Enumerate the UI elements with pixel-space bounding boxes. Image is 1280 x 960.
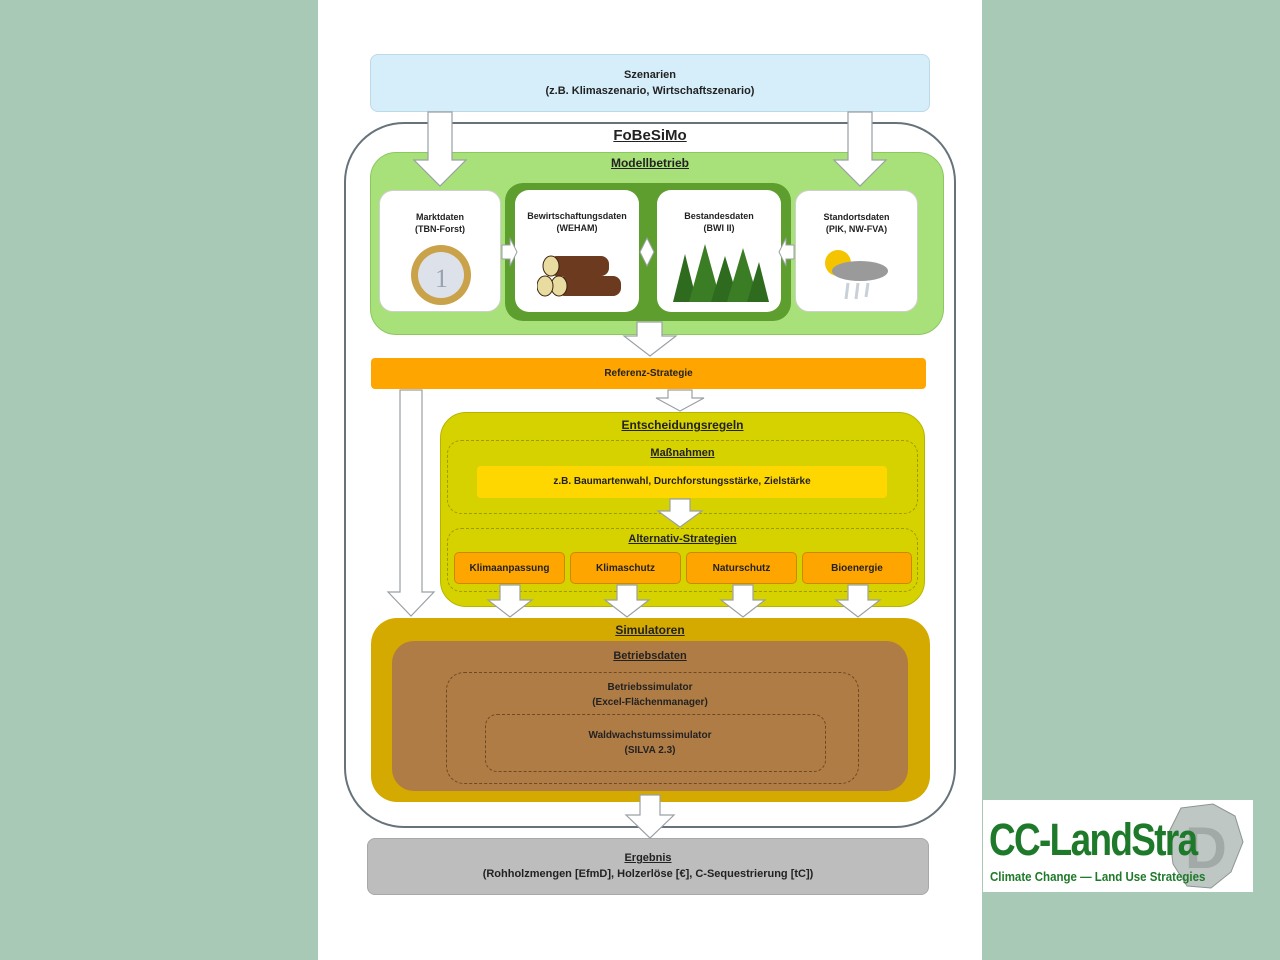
- card-title: Standortsdaten: [823, 212, 890, 222]
- ergebnis-title: Ergebnis: [624, 852, 672, 864]
- strategy-bioenergie: Bioenergie: [802, 552, 912, 584]
- alternativ-title: Alternativ-Strategien: [628, 533, 737, 545]
- massnahmen-box: z.B. Baumartenwahl, Durchforstungsstärke…: [477, 466, 887, 498]
- modellbetrieb-title: Modellbetrieb: [610, 156, 689, 170]
- ergebnis-subtitle: (Rohholzmengen [EfmD], Holzerlöse [€], C…: [482, 868, 814, 880]
- betriebssimulator-group: [446, 672, 859, 784]
- waldwachstum-group: [485, 714, 826, 772]
- scenarios-subtitle: (z.B. Klimaszenario, Wirtschaftszenario): [545, 85, 755, 97]
- waldwachstum-title: Waldwachstumssimulator: [588, 730, 712, 741]
- waldwachstum-subtitle: (SILVA 2.3): [624, 745, 676, 756]
- card-title: Bewirtschaftungsdaten: [527, 211, 627, 221]
- euro-coin-icon: 1: [411, 245, 471, 305]
- svg-text:1: 1: [435, 264, 448, 293]
- svg-text:D: D: [1185, 816, 1227, 881]
- weather-icon: [825, 250, 888, 300]
- betriebsdaten-title: Betriebsdaten: [613, 650, 687, 662]
- entscheidungsregeln-title: Entscheidungsregeln: [621, 418, 744, 432]
- card-subtitle: (PIK, NW-FVA): [825, 224, 888, 234]
- strategy-klimaschutz: Klimaschutz: [570, 552, 681, 584]
- card-subtitle: (BWI II): [703, 223, 735, 233]
- ergebnis-box: Ergebnis (Rohholzmengen [EfmD], Holzerlö…: [367, 838, 929, 895]
- card-bewirtschaftungsdaten: Bewirtschaftungsdaten (WEHAM): [515, 190, 639, 312]
- betriebssimulator-title: Betriebssimulator: [607, 682, 693, 693]
- betriebssimulator-subtitle: (Excel-Flächenmanager): [592, 697, 708, 708]
- wood-logs-icon: [537, 255, 621, 297]
- cc-landstrad-logo: D CC-LandStra Climate Change — Land Use …: [983, 800, 1253, 892]
- card-title: Bestandesdaten: [684, 211, 754, 221]
- card-bestandesdaten: Bestandesdaten (BWI II): [657, 190, 781, 312]
- simulatoren-title: Simulatoren: [615, 623, 685, 637]
- massnahmen-title: Maßnahmen: [650, 447, 715, 459]
- forest-trees-icon: [673, 244, 769, 302]
- card-subtitle: (WEHAM): [556, 223, 598, 233]
- referenz-strategie-box: Referenz-Strategie: [371, 358, 926, 389]
- logo-tagline: Climate Change — Land Use Strategies: [990, 870, 1206, 884]
- strategy-naturschutz: Naturschutz: [686, 552, 797, 584]
- alternativ-group: [447, 528, 918, 592]
- fobesimo-title: FoBeSiMo: [613, 127, 687, 144]
- strategy-klimaanpassung: Klimaanpassung: [454, 552, 565, 584]
- card-standortsdaten: Standortsdaten (PIK, NW-FVA): [795, 190, 918, 312]
- card-marktdaten: Marktdaten (TBN-Forst) 1: [379, 190, 501, 312]
- scenarios-box: Szenarien (z.B. Klimaszenario, Wirtschaf…: [370, 54, 930, 112]
- germany-map-icon: D: [1168, 803, 1244, 889]
- card-title: Marktdaten: [415, 212, 464, 222]
- scenarios-title: Szenarien: [624, 69, 676, 81]
- logo-name: CC-LandStra: [989, 814, 1198, 865]
- card-subtitle: (TBN-Forst): [415, 224, 465, 234]
